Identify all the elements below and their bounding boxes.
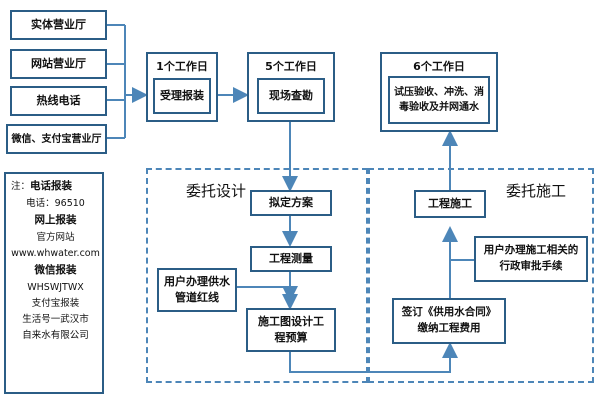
- redline-box: 用户办理供水管道红线: [157, 268, 237, 312]
- channel-label: 热线电话: [36, 93, 81, 107]
- contract-box: 签订《供用水合同》缴纳工程费用: [392, 298, 506, 344]
- construction-zone: [368, 168, 594, 383]
- approval-box: 用户办理施工相关的行政审批手续: [474, 236, 588, 282]
- stage2-days: 5个工作日: [265, 60, 317, 73]
- channel-box: 微信、支付宝营业厅: [6, 124, 107, 154]
- accept-application-box: 受理报装: [153, 78, 211, 114]
- construction-zone-title: 委托施工: [506, 182, 567, 200]
- design-zone: [146, 168, 368, 383]
- stage1-group: 1个工作日 受理报装: [146, 52, 218, 122]
- channel-label: 网站营业厅: [31, 56, 86, 70]
- plan-box: 拟定方案: [250, 190, 332, 216]
- alipay-org: 生活号一武汉市: [22, 314, 89, 326]
- site-survey-box: 现场查勘: [257, 78, 325, 114]
- drawing-budget-label: 施工图设计工程预算: [258, 314, 324, 345]
- stage1-days: 1个工作日: [156, 60, 208, 73]
- channel-label: 实体营业厅: [31, 17, 86, 31]
- channel-box: 热线电话: [10, 86, 107, 116]
- wechat-title: 微信报装: [34, 264, 77, 277]
- note-head: 注：: [11, 181, 31, 192]
- alipay-text: 支付宝报装: [31, 298, 80, 310]
- stage3-group: 6个工作日 试压验收、冲洗、消毒验收及并网通水: [380, 52, 498, 132]
- phone-value: 电话：96510: [26, 197, 85, 209]
- construction-box: 工程施工: [414, 190, 486, 218]
- web-label: 官方网站: [36, 231, 75, 243]
- phone-title: 电话报装: [30, 180, 73, 192]
- drawing-budget-box: 施工图设计工程预算: [246, 308, 336, 352]
- channel-label: 微信、支付宝营业厅: [11, 133, 102, 145]
- web-title: 网上报装: [34, 213, 77, 226]
- redline-label: 用户办理供水管道红线: [164, 274, 230, 305]
- acceptance-label: 试压验收、冲洗、消毒验收及并网通水: [394, 87, 484, 113]
- arrow-to-contract: [289, 342, 458, 373]
- survey-box: 工程测量: [250, 246, 332, 272]
- stage2-group: 5个工作日 现场查勘: [247, 52, 335, 122]
- stage3-days: 6个工作日: [413, 60, 465, 73]
- note-box: 注：电话报装 电话：96510 网上报装 官方网站 www.whwater.co…: [4, 172, 104, 394]
- contract-label: 签订《供用水合同》缴纳工程费用: [401, 306, 497, 334]
- web-url: www.whwater.com: [11, 247, 100, 259]
- approval-label: 用户办理施工相关的行政审批手续: [483, 244, 579, 272]
- construction-label: 工程施工: [428, 196, 472, 210]
- design-zone-title: 委托设计: [186, 182, 247, 200]
- survey-label: 工程测量: [269, 251, 313, 265]
- plan-label: 拟定方案: [269, 195, 313, 209]
- site-survey-label: 现场查勘: [269, 88, 313, 102]
- channel-box: 网站营业厅: [10, 49, 107, 79]
- channel-box: 实体营业厅: [10, 10, 107, 40]
- accept-application-label: 受理报装: [160, 88, 204, 102]
- acceptance-box: 试压验收、冲洗、消毒验收及并网通水: [388, 76, 490, 124]
- arrow-redline: [237, 286, 298, 302]
- alipay-org: 自来水有限公司: [22, 330, 89, 342]
- wechat-id: WHSWJTWX: [27, 281, 84, 293]
